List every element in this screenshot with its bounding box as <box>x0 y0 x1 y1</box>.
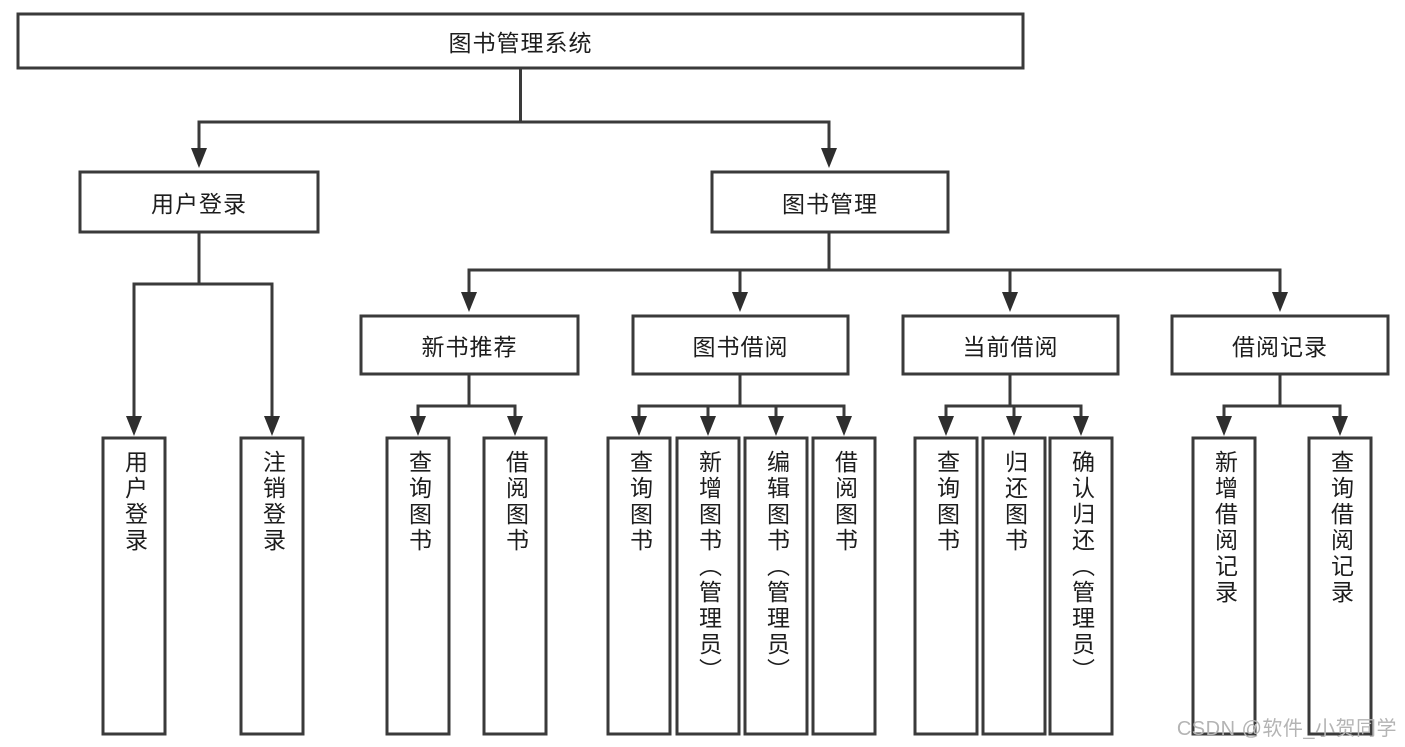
node-box-leaf-add-record[interactable] <box>1191 436 1257 736</box>
node-box-root[interactable] <box>16 12 1025 70</box>
arrowhead-icon <box>1272 292 1288 312</box>
node-box-leaf-query-book-borrow[interactable] <box>606 436 672 736</box>
arrowhead-icon <box>126 416 142 436</box>
node-box-leaf-query-record[interactable] <box>1307 436 1373 736</box>
arrowhead-icon <box>507 416 523 436</box>
arrowhead-icon <box>1332 416 1348 436</box>
node-boxes-layer <box>16 12 1390 736</box>
arrowhead-icon <box>821 148 837 168</box>
arrowhead-icon <box>1216 416 1232 436</box>
node-box-current-borrow[interactable] <box>901 314 1120 376</box>
arrowhead-icon <box>836 416 852 436</box>
node-box-borrow-record[interactable] <box>1170 314 1390 376</box>
arrowhead-icon <box>461 292 477 312</box>
arrowhead-icon <box>1073 416 1089 436</box>
arrowheads-layer <box>126 148 1348 436</box>
arrowhead-icon <box>732 292 748 312</box>
node-box-leaf-user-logout[interactable] <box>239 436 305 736</box>
node-box-leaf-borrow-book[interactable] <box>811 436 877 736</box>
arrowhead-icon <box>768 416 784 436</box>
arrowhead-icon <box>410 416 426 436</box>
watermark-text: CSDN @软件_小贺同学 <box>1176 718 1397 740</box>
node-box-book-borrow[interactable] <box>631 314 850 376</box>
node-box-new-book-recommend[interactable] <box>359 314 580 376</box>
node-box-leaf-return-book[interactable] <box>981 436 1047 736</box>
arrowhead-icon <box>191 148 207 168</box>
arrowhead-icon <box>1006 416 1022 436</box>
node-box-leaf-query-book-cur[interactable] <box>913 436 979 736</box>
node-box-leaf-user-login[interactable] <box>101 436 167 736</box>
node-box-user-login[interactable] <box>78 170 320 234</box>
node-box-leaf-confirm-return[interactable] <box>1048 436 1114 736</box>
arrowhead-icon <box>700 416 716 436</box>
arrowhead-icon <box>938 416 954 436</box>
node-box-leaf-borrow-book-rec[interactable] <box>482 436 548 736</box>
node-box-leaf-edit-book[interactable] <box>743 436 809 736</box>
node-box-book-management[interactable] <box>710 170 950 234</box>
arrowhead-icon <box>631 416 647 436</box>
node-box-leaf-add-book[interactable] <box>675 436 741 736</box>
node-box-leaf-query-book-rec[interactable] <box>385 436 451 736</box>
arrowhead-icon <box>264 416 280 436</box>
arrowhead-icon <box>1002 292 1018 312</box>
